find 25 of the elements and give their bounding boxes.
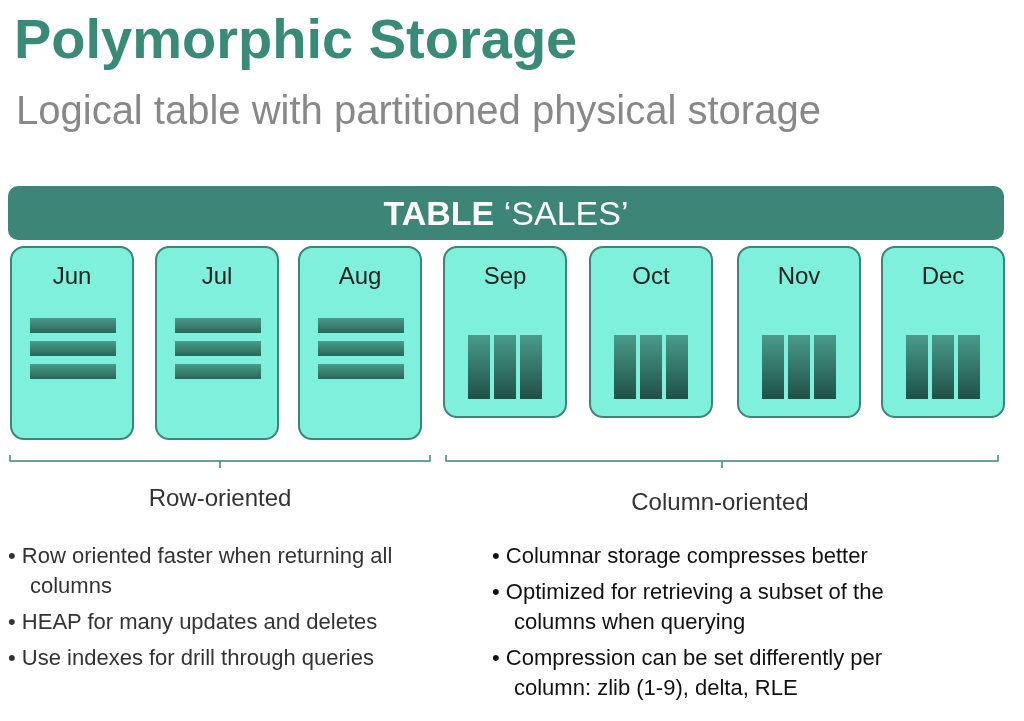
partition-label: Jun [51,262,93,290]
partition-label: Sep [482,262,528,290]
subtitle: Logical table with partitioned physical storage [16,88,821,133]
partition-box [155,246,279,440]
partition-box [443,246,567,418]
bullet-point: • Compression can be set differently per column: zlib (1-9), delta, RLE [492,644,884,702]
partition-label: Dec [920,262,966,290]
partition-label: Nov [776,262,822,290]
group-label: Column-oriented [631,488,809,516]
slide-title: Polymorphic Storage [14,6,578,71]
table-header-band: TABLE ‘SALES’ [8,186,1004,240]
group-label: Row-oriented [148,484,292,512]
partition-box [298,246,422,440]
partition-box [737,246,861,418]
bullet-point: • Row oriented faster when returning all columns [8,542,394,600]
partition-box [881,246,1005,418]
bullet-point: • Columnar storage compresses better [492,542,869,570]
bullet-point: • HEAP for many updates and deletes [8,608,379,636]
partition-label: Aug [337,262,383,290]
partition-label: Oct [631,262,671,290]
partition-box [10,246,134,440]
bullet-point: • Optimized for retrieving a subset of the columns when querying [492,578,885,636]
partition-box [589,246,713,418]
bullet-point: • Use indexes for drill through queries [8,644,375,672]
partition-label: Jul [200,262,234,290]
